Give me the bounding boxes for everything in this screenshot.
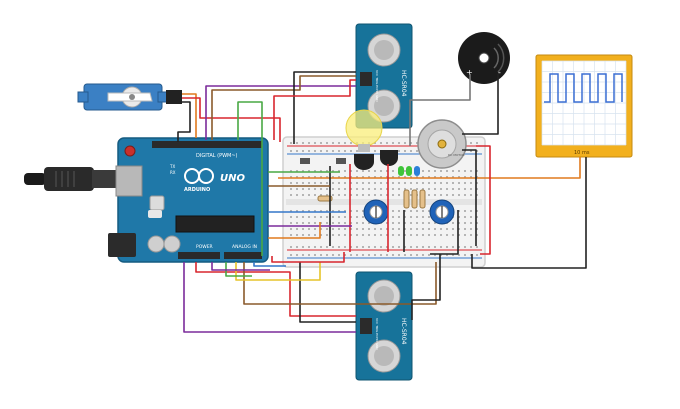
wire-brown-bottom: [243, 262, 437, 305]
resistor-3[interactable]: [411, 189, 418, 209]
arduino-logo-icon: [184, 168, 214, 184]
wire-buzzer-gray: [409, 74, 471, 146]
oscilloscope-label: 10 ms: [574, 150, 590, 156]
oscilloscope-grid: [541, 60, 627, 146]
arduino-digital-label: DIGITAL (PWM~): [196, 153, 238, 159]
arduino-uno-board[interactable]: ARDUINO UNO DIGITAL (PWM~) POWER ANALOG …: [108, 137, 269, 263]
arduino-brand-label: ARDUINO: [184, 187, 210, 193]
wire-red-bottom: [195, 262, 356, 317]
sensor-top-model: HC-SR04: [400, 70, 407, 97]
usb-cable: [24, 167, 120, 191]
wire-purple-bottom-2: [211, 262, 270, 271]
piezo-buzzer[interactable]: + -: [458, 32, 510, 84]
transistor-1[interactable]: [354, 154, 374, 170]
sensor-bottom-model: HC-SR04: [400, 318, 407, 345]
wire-red-bottom-2: [271, 252, 345, 263]
arduino-power-label: POWER: [196, 244, 213, 250]
wire-purple-bottom: [183, 262, 356, 333]
led-green-2[interactable]: [406, 166, 412, 176]
wire-bb-orange: [268, 222, 321, 239]
led-blue[interactable]: [414, 166, 420, 176]
wire-black-bottom: [299, 262, 356, 323]
wire-servo-orange: [182, 93, 197, 138]
sensor-top-pins: VCC TRIG ECHO GND: [375, 70, 379, 102]
oscilloscope-trace: [544, 73, 623, 103]
wire-blue-bottom: [253, 262, 286, 267]
wire-yellow-bottom: [235, 262, 321, 281]
ultrasonic-sensor-bottom[interactable]: HC-SR04 VCC TRIG ECHO GND: [355, 271, 413, 381]
wire-bb-black-motor: [462, 149, 477, 246]
wire-black-bottom-2: [411, 254, 441, 320]
resistor-4[interactable]: [419, 189, 426, 209]
potentiometer-1[interactable]: [363, 199, 389, 225]
wire-scope-orange: [278, 157, 581, 179]
switch-2[interactable]: [336, 158, 346, 164]
transistor-2[interactable]: [380, 150, 398, 166]
wire-black-top: [293, 71, 356, 144]
wire-buzzer-black: [462, 74, 499, 135]
wire-scope-black: [471, 157, 587, 269]
resistor-1[interactable]: [317, 195, 333, 202]
wires: [177, 71, 587, 333]
wire-purple-top: [205, 85, 356, 140]
wire-servo-red: [182, 97, 281, 142]
sensor-bottom-pins: VCC TRIG ECHO GND: [375, 318, 379, 350]
arduino-model-label: UNO: [220, 173, 245, 184]
arduino-rx-label: RX: [170, 170, 176, 175]
wire-bb-red-3: [476, 145, 491, 255]
dc-motor[interactable]: DC MOTOR: [417, 119, 467, 169]
servo-motor[interactable]: [77, 83, 182, 111]
light-bulb[interactable]: [345, 109, 383, 152]
buzzer-minus-label: -: [498, 68, 501, 77]
oscilloscope[interactable]: 10 ms: [535, 54, 633, 158]
buzzer-plus-label: +: [466, 68, 473, 77]
wire-servo-black: [177, 101, 191, 142]
led-green-1[interactable]: [398, 166, 404, 176]
arduino-tx-label: TX: [169, 164, 175, 169]
ultrasonic-sensor-top[interactable]: HC-SR04 VCC TRIG ECHO GND: [355, 23, 413, 129]
breadboard[interactable]: [282, 136, 486, 268]
wire-green-arduino: [237, 101, 263, 256]
arduino-analog-label: ANALOG IN: [232, 244, 257, 250]
wire-brown-top: [211, 75, 356, 140]
wire-green-bottom: [225, 262, 252, 277]
potentiometer-2[interactable]: [429, 199, 455, 225]
switch-1[interactable]: [300, 158, 310, 164]
resistor-2[interactable]: [403, 189, 410, 209]
wire-red-top: [273, 79, 356, 140]
motor-label: DC MOTOR: [448, 153, 465, 157]
